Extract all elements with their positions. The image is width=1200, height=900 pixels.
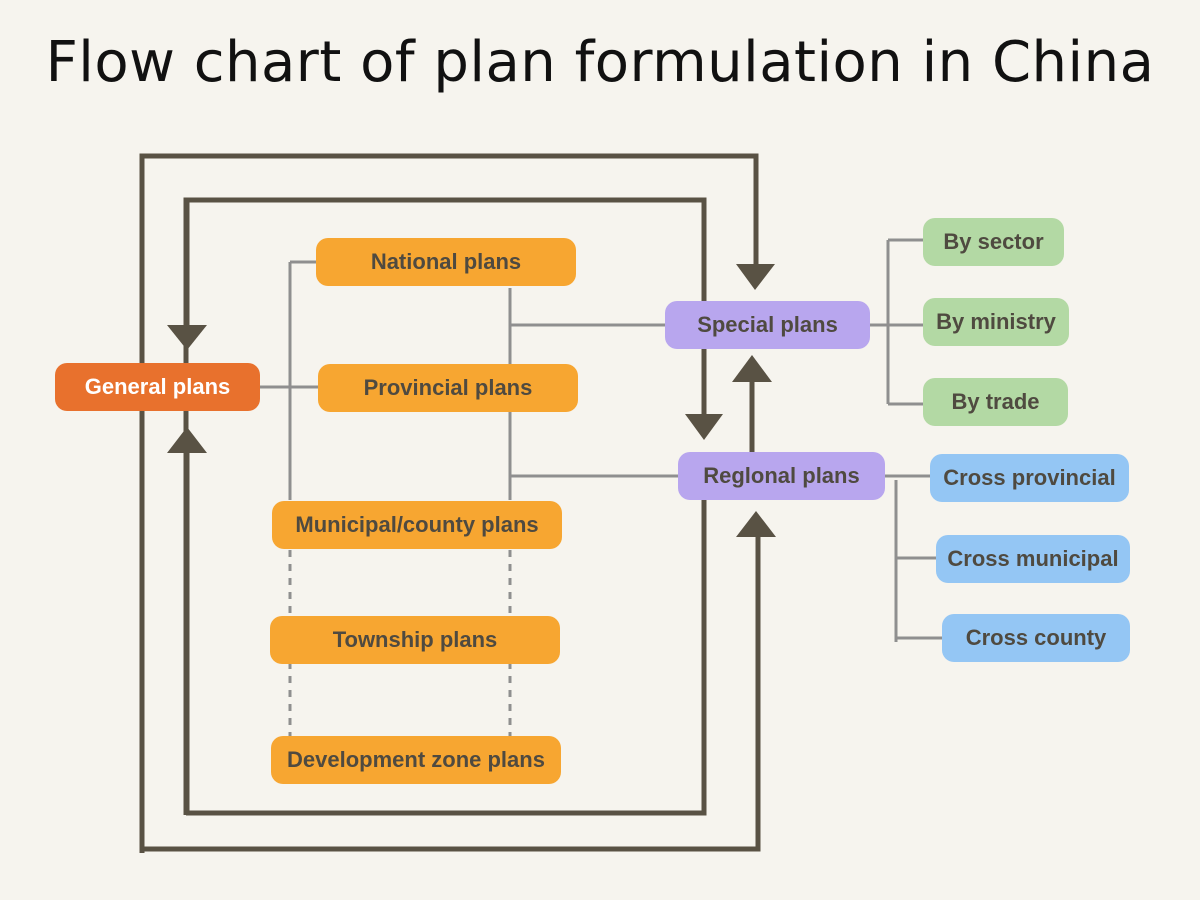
by-trade-node: By trade [923, 378, 1068, 426]
national-plans-node: National plans [316, 238, 576, 286]
provincial-plans-node: Provincial plans [318, 364, 578, 412]
outer-bottom-line [142, 534, 761, 852]
by-sector-node: By sector [923, 218, 1064, 266]
regional-plans-node: Reglonal plans [678, 452, 885, 500]
outer-loop-line [139, 153, 759, 853]
cross-provincial-node: Cross provincial [930, 454, 1129, 502]
hierarchy-left-connector [288, 260, 316, 500]
arrow-down-to-regional [685, 414, 723, 440]
arrow-down-to-general [167, 325, 207, 350]
township-plans-node: Township plans [270, 616, 560, 664]
regional-branch-connector [884, 474, 942, 642]
special-plans-node: Special plans [665, 301, 870, 349]
inner-bottom-line [186, 500, 707, 816]
by-ministry-node: By ministry [923, 298, 1069, 346]
cross-county-node: Cross county [942, 614, 1130, 662]
development-zone-plans-node: Development zone plans [271, 736, 561, 784]
special-branch-connector [868, 238, 923, 406]
diagram-title: Flow chart of plan formulation in China [45, 30, 1155, 95]
arrow-up-to-regional [736, 511, 776, 537]
arrow-down-to-special [736, 264, 775, 290]
general-plans-node: General plans [55, 363, 260, 411]
municipal-county-plans-node: Municipal/county plans [272, 501, 562, 549]
arrow-up-to-special [732, 355, 772, 382]
arrow-up-to-general [167, 427, 207, 453]
cross-municipal-node: Cross municipal [936, 535, 1130, 583]
